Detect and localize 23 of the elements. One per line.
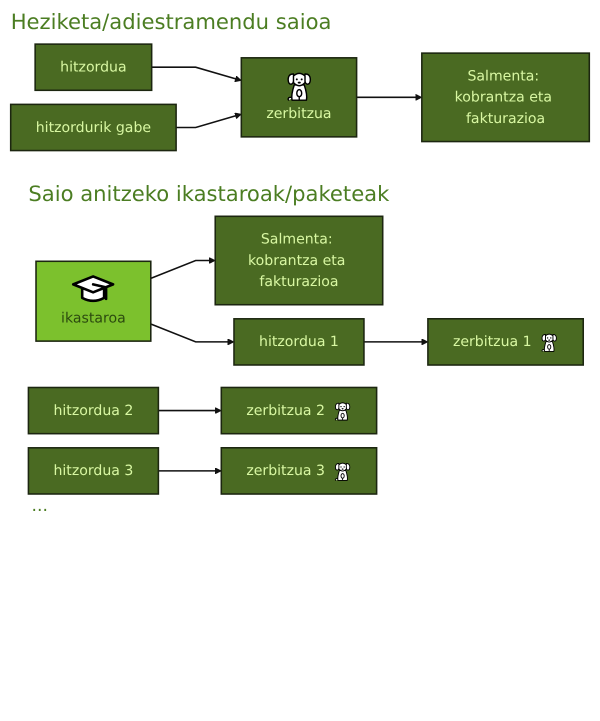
process-box: zerbitzua 3 xyxy=(220,447,378,495)
arrow xyxy=(356,94,422,101)
process-box: zerbitzua 1 xyxy=(427,318,584,366)
process-box: hitzordua xyxy=(34,43,152,92)
process-box: hitzordurik gabe xyxy=(10,104,177,152)
process-box: hitzordua 1 xyxy=(233,318,365,366)
arrow xyxy=(150,257,216,280)
section-heading: Heziketa/adiestramendu saioa xyxy=(10,10,332,34)
process-box: Salmenta: kobrantza eta fakturazioa xyxy=(214,216,384,306)
continuation-dots: ... xyxy=(32,497,48,517)
process-box: ikastaroa xyxy=(35,260,152,342)
process-box: zerbitzua 2 xyxy=(220,386,378,434)
process-box: hitzordua 2 xyxy=(28,386,160,434)
arrow xyxy=(158,407,222,414)
section-heading: Saio anitzeko ikastaroak/paketeak xyxy=(28,182,390,206)
arrow xyxy=(364,338,428,346)
process-box: Salmenta: kobrantza eta fakturazioa xyxy=(421,52,590,142)
process-box: hitzordua 3 xyxy=(28,447,160,495)
arrow xyxy=(150,323,234,346)
process-box: zerbitzua xyxy=(240,57,358,138)
arrow xyxy=(152,66,242,82)
arrow xyxy=(158,467,222,474)
arrow xyxy=(176,112,242,128)
